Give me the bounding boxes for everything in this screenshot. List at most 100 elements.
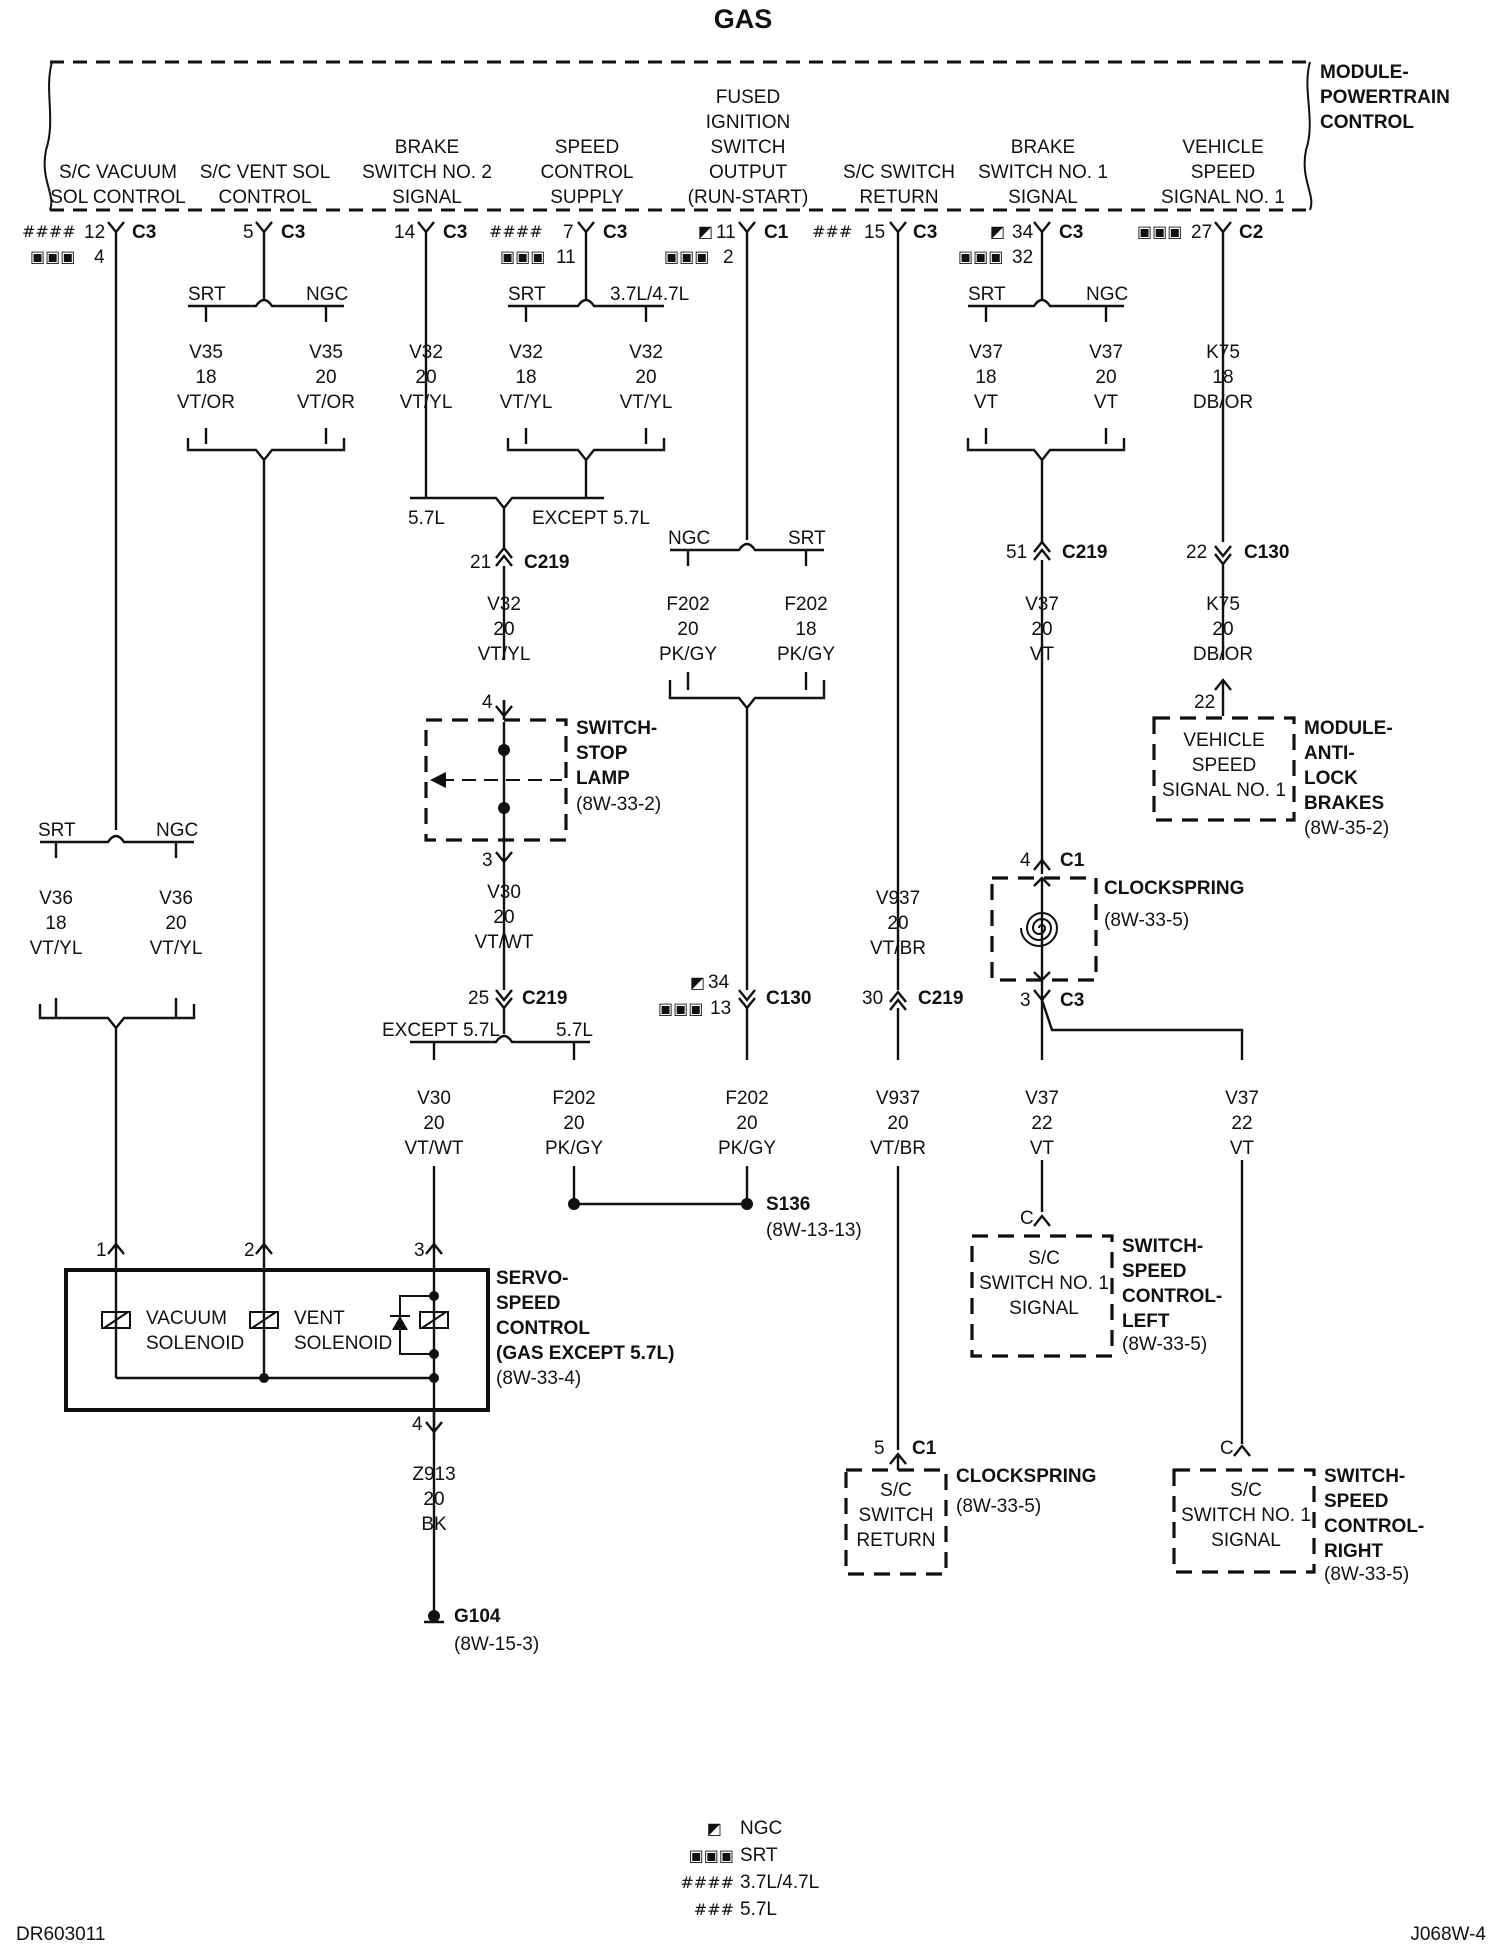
split-label: SRT — [188, 284, 226, 305]
pin-mark: ▣▣▣ — [30, 247, 75, 266]
legend-text: 3.7L/4.7L — [740, 1872, 819, 1893]
pin-number: 32 — [1012, 247, 1033, 268]
connector-name: C1 — [912, 1438, 937, 1459]
pcm-pins: #### 12 C3 ▣▣▣ 4 5 C3 14 C3 #### 7 C3 ▣▣… — [22, 222, 1263, 268]
connector-pin: 3 — [1020, 990, 1031, 1011]
legend-mark: #### — [680, 1873, 734, 1892]
pin-mark: #### — [22, 222, 76, 241]
clockspring-top: 4 C1 CLOCKSPRING (8W-33-5) 3 C3 — [990, 850, 1244, 1011]
wire-v30 — [410, 870, 590, 1250]
pin-number: 4 — [94, 247, 105, 268]
split-label: EXCEPT 5.7L — [532, 508, 650, 529]
pin-mark: ▣▣▣ — [958, 247, 1003, 266]
pin-number: 2 — [723, 247, 734, 268]
connector-pin: 13 — [710, 998, 731, 1019]
servo-pin: 3 — [414, 1240, 425, 1261]
wire-v37-split — [1033, 999, 1251, 1457]
legend-text: SRT — [740, 1845, 778, 1866]
connector-pin: 21 — [470, 552, 491, 573]
footer-left: DR603011 — [16, 1924, 105, 1945]
split-label: 3.7L/4.7L — [610, 284, 689, 305]
component-ref: (8W-33-2) — [576, 794, 661, 815]
split-label: NGC — [306, 284, 348, 305]
pin-number: 12 — [84, 222, 105, 243]
wire-vss — [1214, 240, 1232, 716]
split-label: 5.7L — [556, 1020, 593, 1041]
wire-vent — [186, 240, 346, 1250]
servo-pin: 4 — [412, 1414, 423, 1435]
connector-name: C219 — [524, 552, 569, 573]
pin-connector: C1 — [764, 222, 789, 243]
component-name: CLOCKSPRING — [956, 1466, 1096, 1487]
split-label: SRT — [38, 820, 76, 841]
pin-mark: ▣▣▣ — [664, 247, 709, 266]
split-label: EXCEPT 5.7L — [382, 1020, 500, 1041]
pin-number: 5 — [243, 222, 254, 243]
connector-pin: 3 — [482, 850, 493, 871]
ground-name: G104 — [454, 1606, 501, 1627]
connector-pin: C — [1020, 1208, 1034, 1229]
connector-pin: 30 — [862, 988, 883, 1009]
connector-name: C1 — [1060, 850, 1085, 871]
component-ref: (8W-33-5) — [1104, 910, 1189, 931]
component-ref: (8W-33-5) — [956, 1496, 1041, 1517]
connector-pin: 4 — [1020, 850, 1031, 871]
split-label: SRT — [508, 284, 546, 305]
pin-mark: ▣▣▣ — [1137, 222, 1182, 241]
connector-pin: 25 — [468, 988, 489, 1009]
wire-vacuum — [38, 240, 196, 1250]
connector-name: C219 — [522, 988, 567, 1009]
split-label: NGC — [1086, 284, 1128, 305]
pin-connector: C3 — [281, 222, 305, 243]
pin-number: 34 — [1012, 222, 1034, 243]
legend: ◩ NGC ▣▣▣ SRT #### 3.7L/4.7L ### 5.7L — [680, 1818, 819, 1920]
pin-number: 14 — [394, 222, 416, 243]
component-ref: (8W-33-5) — [1122, 1334, 1207, 1355]
connector-pin: C — [1220, 1438, 1234, 1459]
connector-pin: 34 — [708, 972, 730, 993]
pin-mark: ▣▣▣ — [500, 247, 545, 266]
connector-name: C130 — [1244, 542, 1289, 563]
split-label: NGC — [668, 528, 710, 549]
pin-number: 15 — [864, 222, 885, 243]
legend-mark: ▣▣▣ — [658, 999, 703, 1018]
legend-text: 5.7L — [740, 1899, 777, 1920]
wire-brake2-supply — [410, 240, 666, 720]
connector-pin: 5 — [874, 1438, 885, 1459]
pin-connector: C3 — [132, 222, 156, 243]
pin-mark: ◩ — [698, 222, 713, 241]
pin-number: 11 — [556, 247, 576, 268]
